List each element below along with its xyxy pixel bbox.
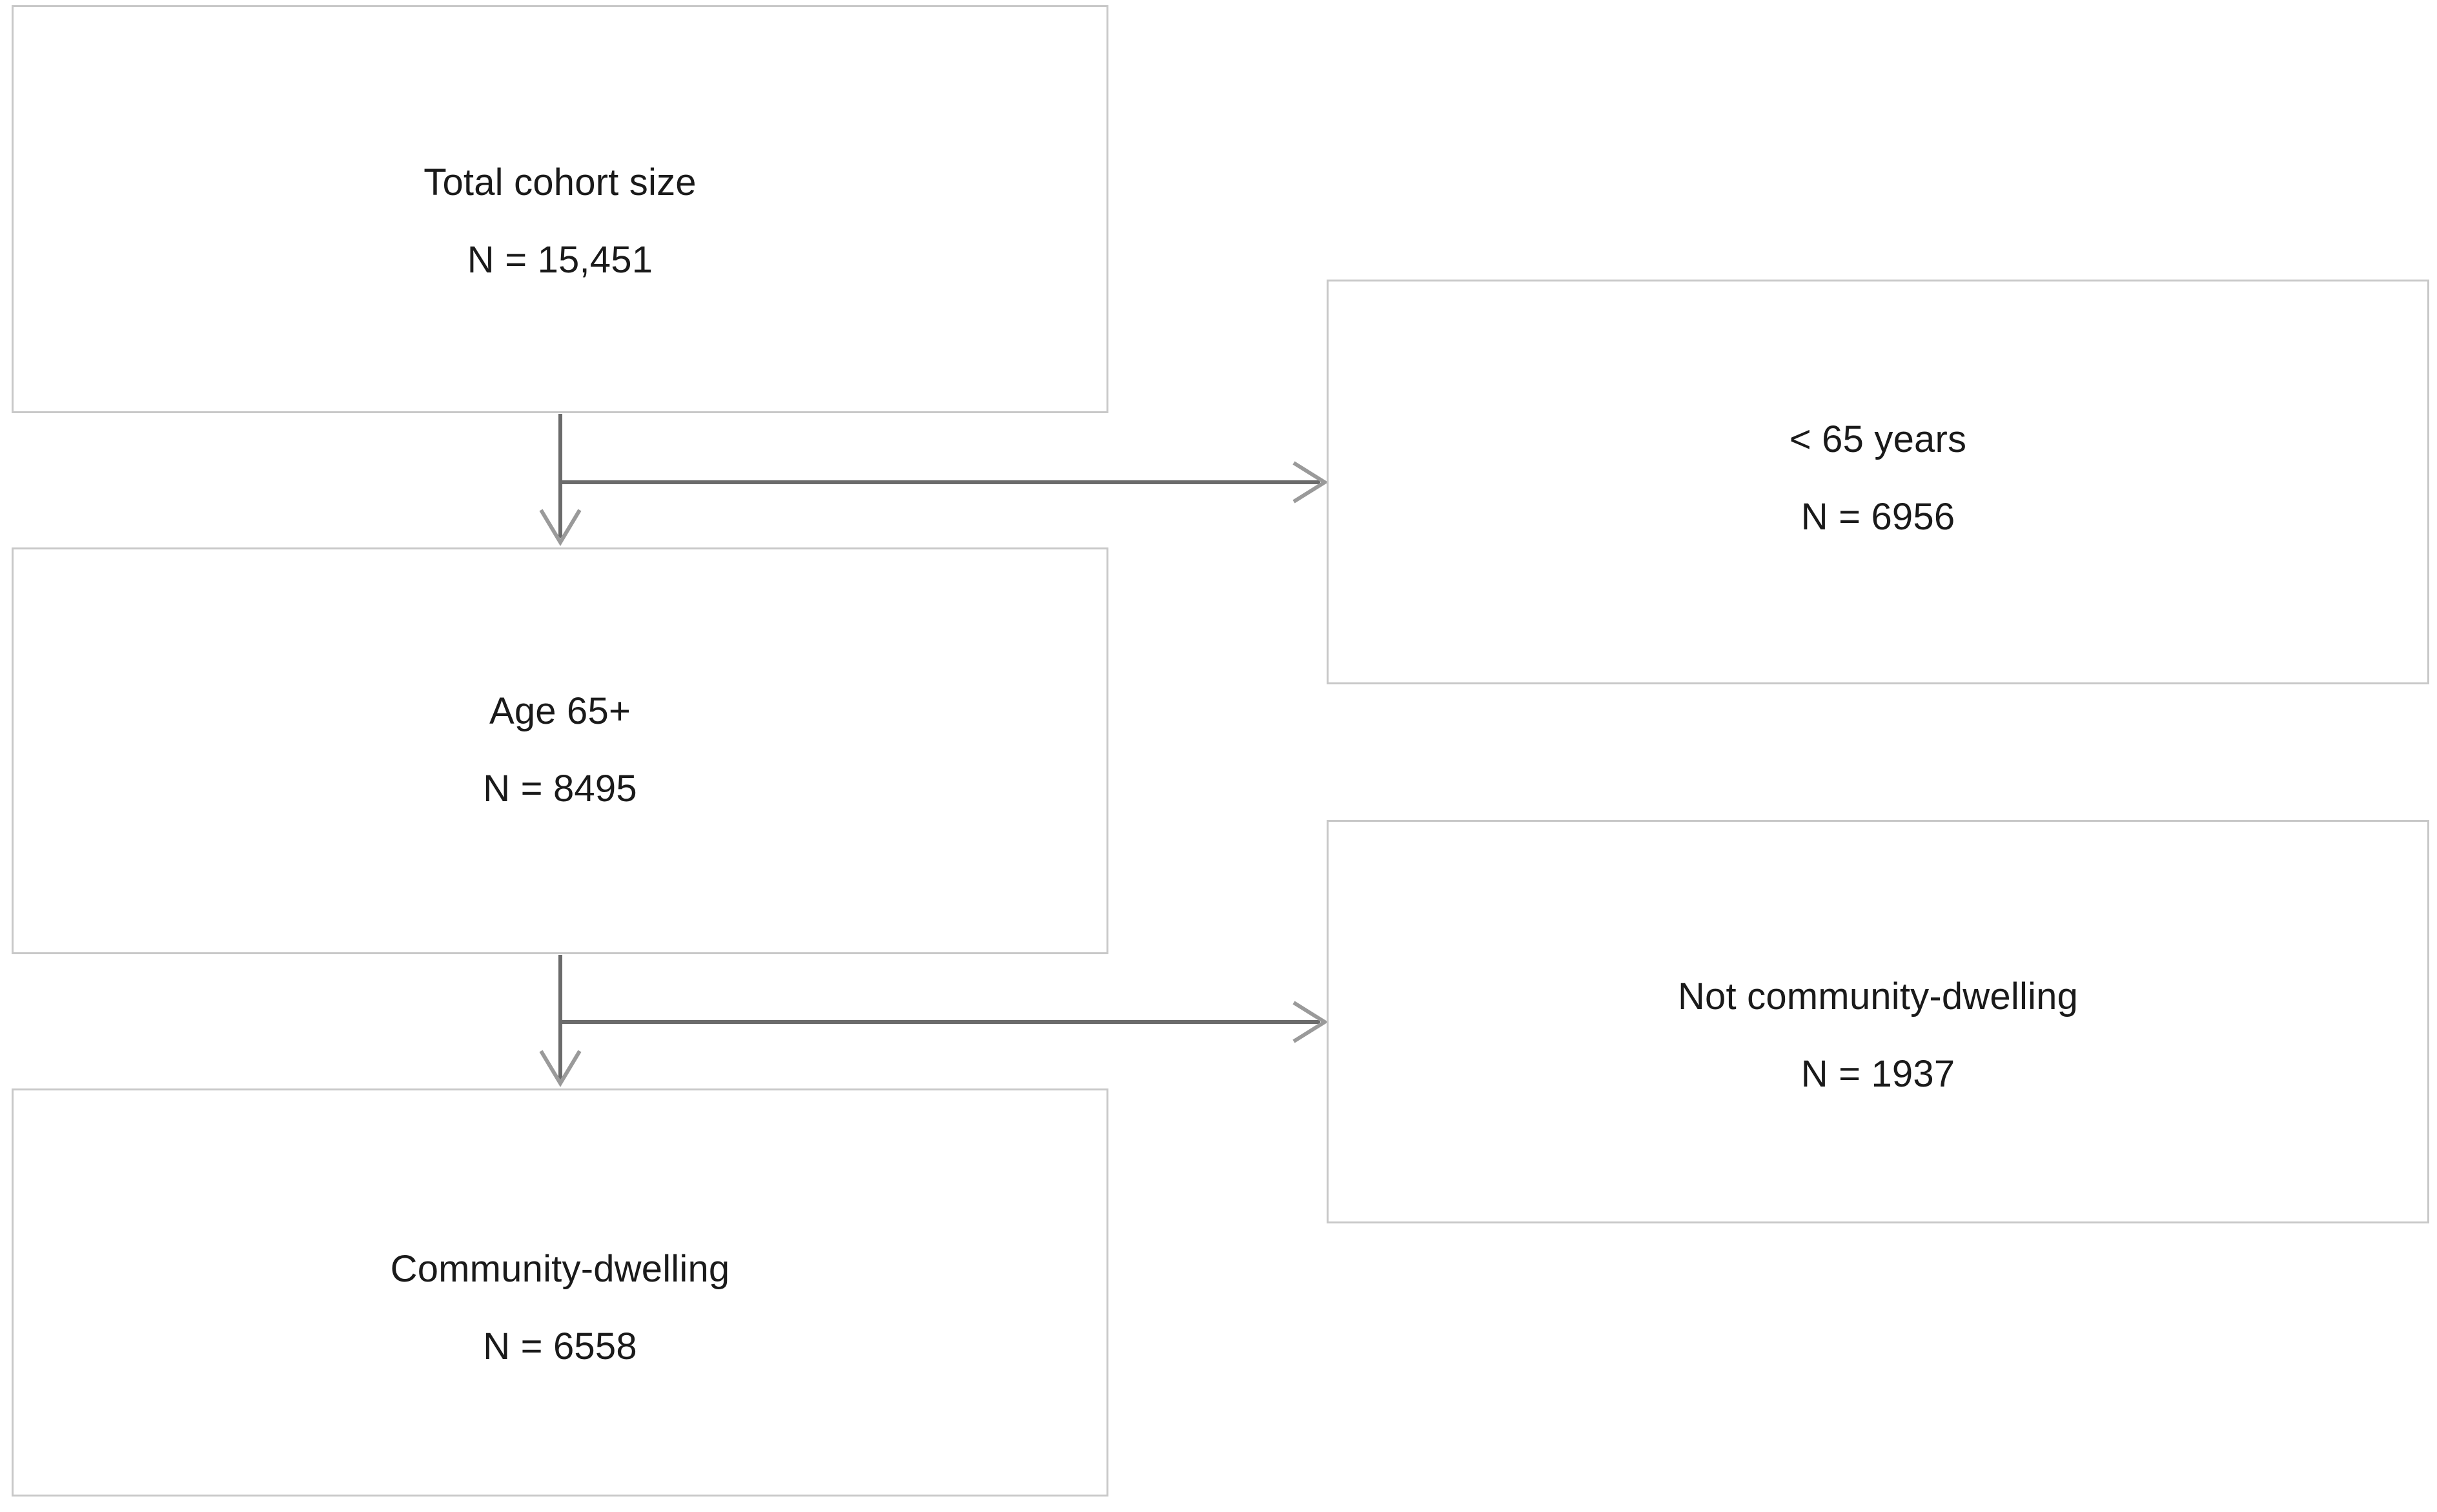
node-count: N = 15,451 bbox=[467, 239, 653, 281]
edge-age65-to-notcommunity bbox=[560, 1001, 1329, 1043]
node-count: N = 6558 bbox=[483, 1325, 637, 1367]
node-under-65-years: < 65 years N = 6956 bbox=[1327, 280, 2429, 684]
node-label: < 65 years bbox=[1789, 418, 1967, 460]
node-label: Not community-dwelling bbox=[1677, 976, 2079, 1017]
node-label: Total cohort size bbox=[423, 161, 697, 203]
edge-age65-to-community bbox=[539, 955, 582, 1087]
node-community-dwelling: Community-dwelling N = 6558 bbox=[12, 1088, 1108, 1497]
node-count: N = 1937 bbox=[1800, 1053, 1955, 1095]
node-total-cohort-size: Total cohort size N = 15,451 bbox=[12, 5, 1108, 413]
node-not-community-dwelling: Not community-dwelling N = 1937 bbox=[1327, 820, 2429, 1223]
node-count: N = 6956 bbox=[1800, 496, 1955, 538]
node-label: Community-dwelling bbox=[390, 1248, 730, 1290]
edge-total-to-under65 bbox=[560, 461, 1329, 504]
edge-total-to-age65 bbox=[539, 414, 582, 546]
node-label: Age 65+ bbox=[489, 690, 631, 732]
node-count: N = 8495 bbox=[483, 768, 637, 810]
node-age-65-plus: Age 65+ N = 8495 bbox=[12, 547, 1108, 954]
